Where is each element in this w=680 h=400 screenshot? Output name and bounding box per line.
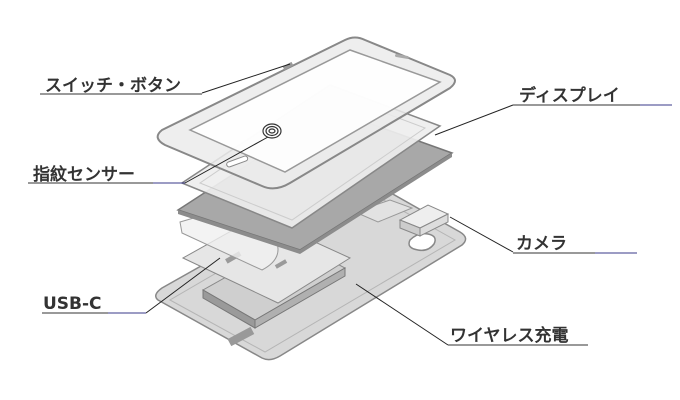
label-switch-button: スイッチ・ボタン (40, 76, 202, 96)
front-frame (156, 36, 456, 190)
fingerprint-icon (262, 123, 282, 139)
label-usb-c: USB-C (42, 294, 146, 314)
label-text: ワイヤレス充電 (450, 325, 569, 346)
label-wireless-charging: ワイヤレス充電 (448, 325, 588, 346)
label-text: 指紋センサー (33, 164, 135, 185)
leader-lines (145, 63, 514, 346)
charging-connector (227, 326, 255, 347)
home-button (226, 155, 249, 168)
label-fingerprint-sensor: 指紋センサー (28, 164, 185, 185)
leader-wireless (355, 283, 449, 346)
label-text: ディスプレイ (519, 85, 620, 106)
leader-display (434, 104, 514, 136)
label-text: USB-C (43, 294, 102, 314)
label-text: カメラ (516, 234, 567, 254)
leader-camera (449, 216, 514, 253)
label-text: スイッチ・ボタン (45, 76, 181, 96)
leader-usb-c (145, 257, 221, 314)
leader-switch-button (201, 63, 291, 94)
camera-module (353, 199, 450, 237)
label-camera: カメラ (513, 234, 637, 254)
label-display: ディスプレイ (513, 85, 672, 106)
leader-fingerprint (184, 136, 269, 184)
